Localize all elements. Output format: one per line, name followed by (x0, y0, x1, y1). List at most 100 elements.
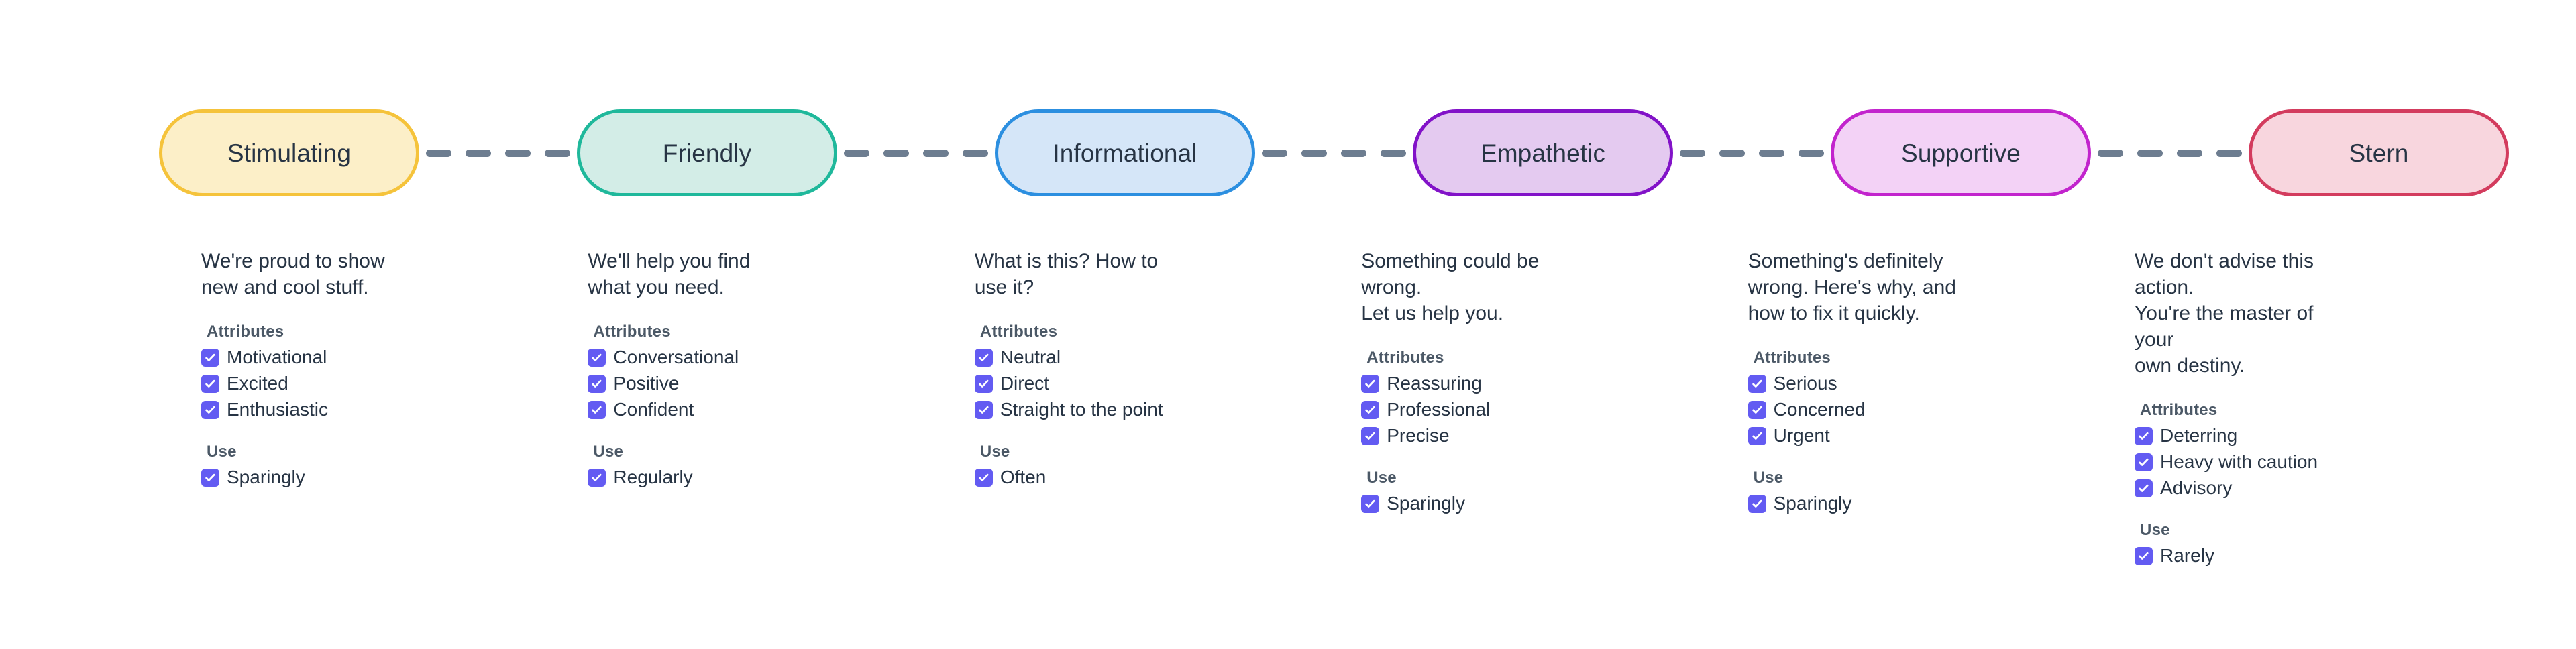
attributes-item-label: Enthusiastic (227, 399, 328, 420)
list-item[interactable]: Confident (588, 400, 800, 420)
attributes-item-label: Neutral (1000, 347, 1061, 367)
check-icon[interactable] (1748, 426, 1766, 445)
check-icon[interactable] (201, 400, 219, 419)
attributes-item-label: Straight to the point (1000, 399, 1163, 420)
tone-pill-stimulating[interactable]: Stimulating (159, 109, 419, 196)
use-item-label: Rarely (2160, 545, 2214, 566)
list-item[interactable]: Sparingly (201, 467, 414, 487)
connector-dash (883, 149, 909, 157)
connector-dash (923, 149, 949, 157)
connector-dash (1381, 149, 1406, 157)
list-item[interactable]: Often (974, 467, 1187, 487)
check-icon[interactable] (588, 468, 606, 487)
list-item[interactable]: Urgent (1748, 426, 1961, 446)
column-spacer (1193, 248, 1319, 572)
list-item[interactable]: Positive (588, 373, 800, 394)
list-item[interactable]: Direct (974, 373, 1187, 394)
check-icon[interactable] (1748, 494, 1766, 513)
check-icon[interactable] (1361, 374, 1380, 393)
tone-pill-empathetic[interactable]: Empathetic (1413, 109, 1673, 196)
tone-detail-row: We're proud to show new and cool stuff.A… (159, 248, 2353, 572)
use-item-label: Sparingly (1387, 493, 1465, 514)
list-item[interactable]: Reassuring (1361, 373, 1574, 394)
check-icon[interactable] (1361, 400, 1380, 419)
list-item[interactable]: Excited (201, 373, 414, 394)
list-item[interactable]: Precise (1361, 426, 1574, 446)
check-icon[interactable] (2135, 546, 2153, 565)
connector-dash (1759, 149, 1784, 157)
check-icon[interactable] (201, 374, 219, 393)
use-heading: Use (979, 442, 1010, 461)
check-icon[interactable] (1361, 426, 1380, 445)
check-icon[interactable] (1361, 494, 1380, 513)
attributes-item-label: Precise (1387, 425, 1450, 446)
use-heading: Use (1366, 469, 1397, 487)
list-item[interactable]: Straight to the point (974, 399, 1187, 420)
check-icon[interactable] (201, 468, 219, 487)
tone-pill-stern[interactable]: Stern (2249, 109, 2509, 196)
list-item[interactable]: Neutral (974, 347, 1187, 367)
dashed-line-connector-icon (419, 109, 577, 196)
list-item[interactable]: Advisory (2135, 478, 2347, 498)
check-icon[interactable] (2135, 426, 2153, 445)
list-item[interactable]: Serious (1748, 373, 1961, 394)
list-item[interactable]: Enthusiastic (201, 400, 414, 420)
list-item[interactable]: Rarely (2135, 546, 2347, 566)
check-icon[interactable] (2135, 479, 2153, 497)
attributes-item-label: Direct (1000, 373, 1049, 394)
tone-pill-informational[interactable]: Informational (995, 109, 1255, 196)
attributes-item-label: Conversational (613, 347, 739, 367)
check-icon[interactable] (2135, 453, 2153, 471)
check-icon[interactable] (974, 468, 993, 487)
check-icon[interactable] (1748, 374, 1766, 393)
tone-column-friendly: We'll help you find what you need.Attrib… (545, 248, 806, 572)
list-item[interactable]: Regularly (588, 467, 800, 487)
connector-dash (1341, 149, 1366, 157)
use-item-label: Often (1000, 467, 1046, 487)
dashed-line-connector-icon (1255, 109, 1413, 196)
list-item[interactable]: Deterring (2135, 426, 2347, 446)
connector-dash (2098, 149, 2123, 157)
tone-description: Something's definitely wrong. Here's why… (1748, 250, 1956, 324)
tone-pill-row: Stimulating Friendly Informational Empathet… (159, 109, 2509, 196)
attributes-item-label: Confident (613, 399, 694, 420)
check-icon[interactable] (588, 348, 606, 367)
dashed-line-connector-icon (1673, 109, 1831, 196)
list-item[interactable]: Sparingly (1361, 493, 1574, 514)
attributes-item-label: Heavy with caution (2160, 451, 2318, 472)
list-item[interactable]: Heavy with caution (2135, 452, 2347, 472)
use-list: Often (974, 467, 1187, 487)
list-item[interactable]: Professional (1361, 400, 1574, 420)
list-item[interactable]: Sparingly (1748, 493, 1961, 514)
check-icon[interactable] (1748, 400, 1766, 419)
list-item[interactable]: Conversational (588, 347, 800, 367)
check-icon[interactable] (588, 400, 606, 419)
check-icon[interactable] (588, 374, 606, 393)
check-icon[interactable] (201, 348, 219, 367)
attributes-item-label: Motivational (227, 347, 327, 367)
check-icon[interactable] (974, 374, 993, 393)
list-item[interactable]: Motivational (201, 347, 414, 367)
attributes-item-label: Excited (227, 373, 288, 394)
tone-pill-supportive[interactable]: Supportive (1831, 109, 2091, 196)
tone-column-empathetic: Something could be wrong. Let us help yo… (1319, 248, 1579, 572)
tone-column-supportive: Something's definitely wrong. Here's why… (1706, 248, 1966, 572)
connector-dash (545, 149, 570, 157)
connector-dash (963, 149, 988, 157)
list-item[interactable]: Concerned (1748, 400, 1961, 420)
tone-description: What is this? How to use it? (974, 250, 1159, 298)
check-icon[interactable] (974, 348, 993, 367)
check-icon[interactable] (974, 400, 993, 419)
tone-pill-friendly[interactable]: Friendly (577, 109, 837, 196)
connector-dash (1262, 149, 1287, 157)
